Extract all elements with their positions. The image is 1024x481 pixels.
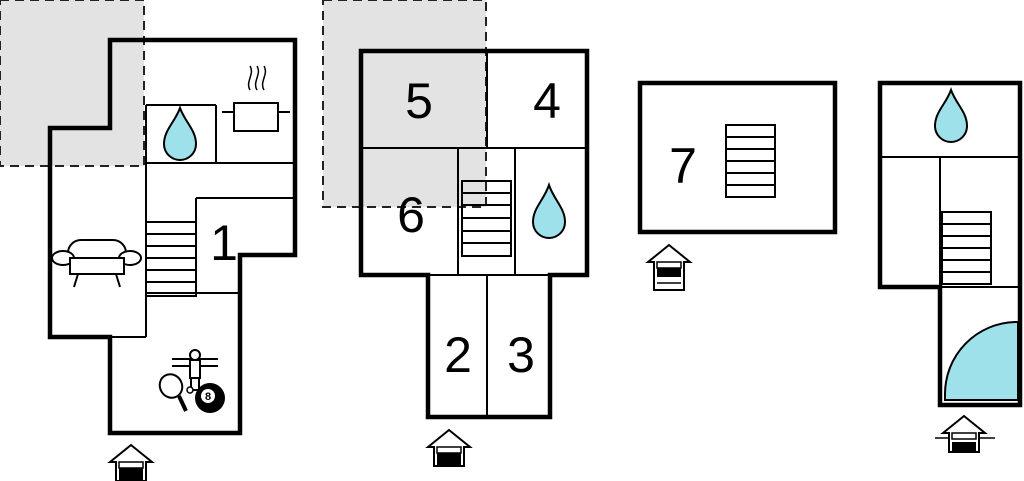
cooking-pot-icon: [222, 65, 290, 132]
room-4-label: 4: [533, 73, 561, 129]
entrance-arrow-icon: [645, 243, 693, 291]
building-4: [877, 80, 1023, 453]
water-drop-icon: [531, 181, 567, 239]
stairs-icon: [461, 180, 512, 257]
terrace-area: [0, 0, 145, 167]
building-3: 7: [637, 80, 838, 291]
shower-icon: [944, 321, 1019, 401]
room-7-label: 7: [669, 138, 697, 194]
entrance-arrow-icon: [107, 443, 155, 481]
entrance-arrow-icon: [935, 414, 995, 453]
stairs-icon: [725, 124, 776, 198]
stairs-icon: [941, 211, 992, 285]
billiard-ball-icon: 8: [195, 383, 225, 413]
room-1-label: 1: [210, 215, 238, 271]
room-3-label: 3: [507, 327, 535, 383]
building-4-inner-walls: [880, 156, 1020, 288]
room-5-label: 5: [405, 73, 433, 129]
building-2-inner-walls: [361, 51, 587, 417]
foosball-icon: [172, 349, 218, 391]
stairs-icon: [145, 221, 197, 297]
room-6-label: 6: [397, 187, 425, 243]
building-1: 8 1: [0, 0, 298, 481]
water-drop-icon: [162, 105, 198, 161]
building-4-outline: [877, 80, 1023, 408]
entrance-arrow-icon: [425, 428, 473, 467]
building-1-outline: [47, 37, 298, 436]
table-tennis-icon: [158, 373, 194, 412]
water-drop-icon: [933, 87, 969, 143]
sofa-icon: [51, 239, 142, 288]
billiard-ball-label: 8: [205, 391, 211, 403]
building-2-outline: [358, 48, 590, 420]
building-2: 5 4 6 2 3: [322, 0, 590, 467]
building-3-outline: [637, 80, 838, 235]
room-2-label: 2: [444, 327, 472, 383]
